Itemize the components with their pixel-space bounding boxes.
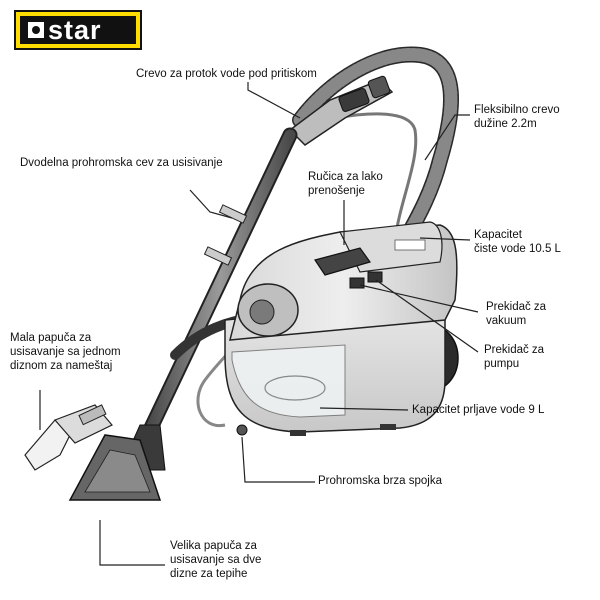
label-small-nozzle-line2: usisavanje sa jednom: [10, 346, 121, 358]
logo-text: star: [48, 14, 102, 45]
label-flex-hose-line2: dužine 2.2m: [474, 118, 537, 130]
star-logo: star: [14, 10, 142, 50]
label-flex-hose: Fleksibilno crevo dužine 2.2m: [474, 103, 560, 131]
pressure-hose: [334, 112, 418, 241]
label-two-part-tube: Dvodelna prohromska cev za usisivanje: [20, 156, 223, 170]
label-vacuum-switch-line1: Prekidač za: [486, 301, 547, 313]
label-pressure-hose-text: Crevo za protok vode pod pritiskom: [136, 68, 317, 80]
label-flex-hose-line1: Fleksibilno crevo: [474, 104, 560, 116]
machine-body: [224, 221, 459, 436]
label-dirty-water: Kapacitet prljave vode 9 L: [412, 403, 544, 417]
leader-large-nozzle: [99, 520, 165, 566]
label-handle-line1: Ručica za lako: [308, 171, 383, 183]
leader-dirty-water: [319, 407, 409, 411]
label-clean-water-line1: Kapacitet: [474, 229, 522, 241]
suction-tube: [142, 127, 298, 438]
label-vacuum-switch-line2: vakuum: [486, 315, 527, 327]
logo-mark-icon: [28, 22, 44, 38]
label-pump-switch-line1: Prekidač za: [484, 344, 545, 356]
label-clean-water-line2: čiste vode 10.5 L: [474, 243, 561, 255]
large-carpet-nozzle: [68, 424, 166, 501]
leader-pump-switch: [375, 279, 479, 353]
label-small-nozzle-line3: diznom za nameštaj: [10, 360, 113, 372]
label-quick-coupling: Prohromska brza spojka: [318, 474, 442, 488]
tube-handle: [288, 75, 394, 146]
label-large-nozzle-line1: Velika papuča za: [170, 540, 257, 552]
label-pump-switch: Prekidač za pumpu: [484, 343, 544, 371]
label-vacuum-switch: Prekidač za vakuum: [486, 300, 546, 328]
leader-tube: [189, 189, 233, 219]
label-dirty-water-text: Kapacitet prljave vode 9 L: [412, 404, 545, 416]
logo-badge: star: [20, 16, 136, 44]
small-upholstery-nozzle: [24, 404, 113, 471]
label-clean-water: Kapacitet čiste vode 10.5 L: [474, 228, 561, 256]
label-handle-line2: prenošenje: [308, 185, 365, 197]
leader-quick-coupling: [241, 436, 315, 483]
label-two-part-tube-text: Dvodelna prohromska cev za usisivanje: [20, 157, 223, 169]
label-quick-coupling-text: Prohromska brza spojka: [318, 475, 442, 487]
label-small-nozzle: Mala papuča za usisavanje sa jednom dizn…: [10, 331, 121, 373]
label-small-nozzle-line1: Mala papuča za: [10, 332, 92, 344]
leader-flex-hose: [424, 114, 470, 161]
label-pump-switch-line2: pumpu: [484, 358, 520, 370]
label-large-nozzle: Velika papuča za usisavanje sa dve dizne…: [170, 539, 261, 581]
label-large-nozzle-line3: dizne za tepihe: [170, 568, 248, 580]
label-handle: Ručica za lako prenošenje: [308, 170, 383, 198]
label-pressure-hose: Crevo za protok vode pod pritiskom: [136, 67, 317, 81]
leader-vacuum-switch: [359, 284, 479, 313]
label-large-nozzle-line2: usisavanje sa dve: [170, 554, 262, 566]
leader-clean-water: [419, 237, 471, 241]
flexible-hose: [292, 46, 460, 258]
leader-lines: [39, 82, 479, 566]
leader-pressure-hose: [247, 82, 301, 119]
